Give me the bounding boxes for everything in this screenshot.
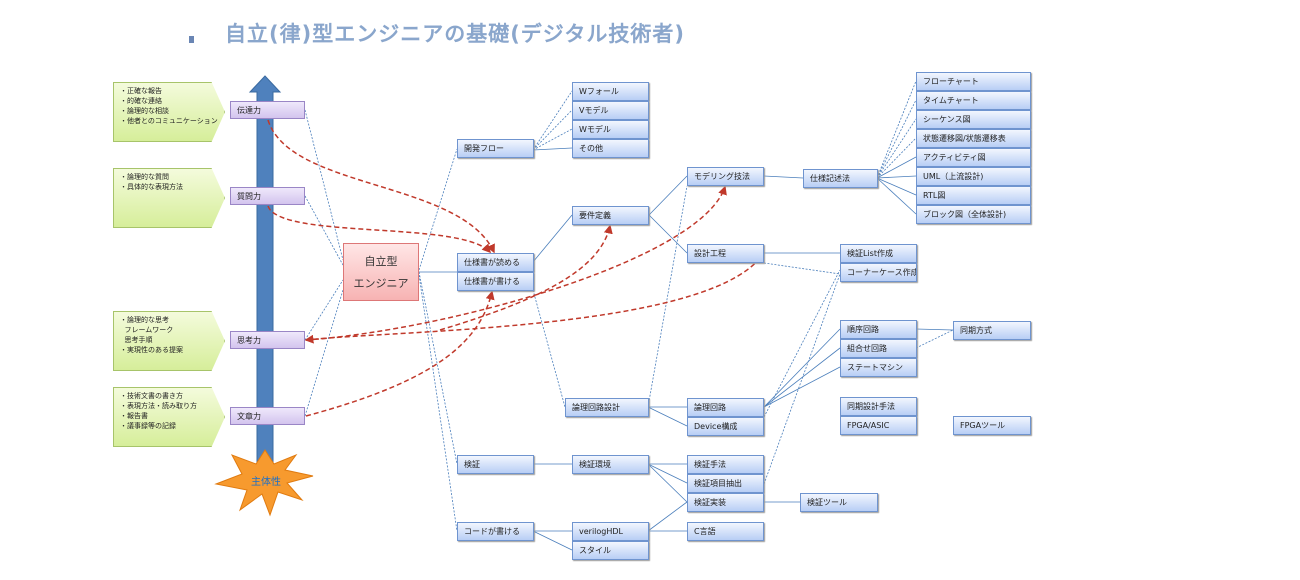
note-line: ・実現性のある提案 [120, 346, 183, 354]
skill-communication: 伝達力 [230, 101, 305, 119]
node-circuit-design: 論理回路設計 [565, 398, 649, 417]
skill-questioning: 質問力 [230, 187, 305, 205]
skill-thinking: 思考力 [230, 331, 305, 349]
node-verification-impl: 検証実装 [687, 493, 764, 512]
node-spec-read: 仕様書が読める [457, 253, 534, 272]
note-line: フレームワーク [120, 326, 174, 334]
skill-writing: 文章力 [230, 407, 305, 425]
node-diagram: アクティビティ図 [916, 148, 1031, 167]
skill-notes-questioning: ・論理的な質問・具体的な表現方法 [113, 168, 225, 228]
node-coding: コードが書ける [457, 522, 534, 541]
node-fpga-tool: FPGAツール [953, 416, 1031, 435]
note-line: ・技術文書の書き方 [120, 392, 183, 400]
node-sync-method: 同期方式 [953, 321, 1031, 340]
node-verification: 検証 [457, 455, 534, 474]
node-device-config: Device構成 [687, 417, 764, 436]
base-star [214, 449, 314, 517]
skill-notes-thinking: ・論理的な思考 フレームワーク 思考手順・実現性のある提案 [113, 311, 225, 371]
node-fpga-asic: FPGA/ASIC [840, 416, 917, 435]
note-line: ・議事録等の記録 [120, 422, 176, 430]
node-verification-items: 検証項目抽出 [687, 474, 764, 493]
node-style: スタイル [572, 541, 649, 560]
node-dev-flow: 開発フロー [457, 139, 534, 158]
node-c-lang: C言語 [687, 522, 764, 541]
node-diagram: RTL図 [916, 186, 1031, 205]
note-line: ・論理的な質問 [120, 173, 169, 181]
node-diagram: UML（上流設計) [916, 167, 1031, 186]
base-label: 主体性 [251, 477, 281, 488]
note-line: ・報告書 [120, 412, 148, 420]
node-design-process: 設計工程 [687, 244, 764, 263]
node-verification-method: 検証手法 [687, 455, 764, 474]
note-line: ・論理的な相談 [120, 107, 169, 115]
node-sync-design: 同期設計手法 [840, 397, 917, 416]
node-dev-model: Wモデル [572, 120, 649, 139]
node-diagram: フローチャート [916, 72, 1031, 91]
note-line: ・論理的な思考 [120, 316, 169, 324]
note-line: 思考手順 [120, 336, 153, 344]
node-test-list: 検証List作成 [840, 244, 917, 263]
center-line1: 自立型 [364, 255, 398, 268]
node-dev-model: Vモデル [572, 101, 649, 120]
node-diagram: 状態遷移図/状態遷移表 [916, 129, 1031, 148]
node-diagram: シーケンス図 [916, 110, 1031, 129]
node-diagram: タイムチャート [916, 91, 1031, 110]
node-verification-env: 検証環境 [572, 455, 649, 474]
title-bullet [189, 36, 194, 43]
node-dev-model: その他 [572, 139, 649, 158]
node-verilog: verilogHDL [572, 522, 649, 541]
node-circuit-type: ステートマシン [840, 358, 917, 377]
skill-notes-communication: ・正確な報告・的確な連絡・論理的な相談・他者とのコミュニケーション [113, 82, 225, 142]
note-line: ・表現方法・読み取り方 [120, 402, 197, 410]
node-dev-model: Wフォール [572, 82, 649, 101]
node-requirements: 要件定義 [572, 206, 649, 225]
center-node: 自立型 エンジニア [343, 243, 419, 301]
skill-notes-writing: ・技術文書の書き方・表現方法・読み取り方・報告書・議事録等の記録 [113, 387, 225, 447]
node-corner-case: コーナーケース作成 [840, 263, 917, 282]
center-line2: エンジニア [353, 277, 409, 290]
page-title: 自立(律)型エンジニアの基礎(デジタル技術者) [225, 22, 685, 46]
node-diagram: ブロック図（全体設計) [916, 205, 1031, 224]
note-line: ・他者とのコミュニケーション [120, 117, 218, 125]
node-spec-notation: 仕様記述法 [803, 169, 878, 188]
node-spec-write: 仕様書が書ける [457, 272, 534, 291]
node-circuit-type: 順序回路 [840, 320, 917, 339]
node-logic-circuit: 論理回路 [687, 398, 764, 417]
node-modeling: モデリング技法 [687, 167, 764, 186]
node-circuit-type: 組合せ回路 [840, 339, 917, 358]
node-verification-tool: 検証ツール [800, 493, 878, 512]
note-line: ・的確な連絡 [120, 97, 162, 105]
note-line: ・具体的な表現方法 [120, 183, 183, 191]
note-line: ・正確な報告 [120, 87, 162, 95]
